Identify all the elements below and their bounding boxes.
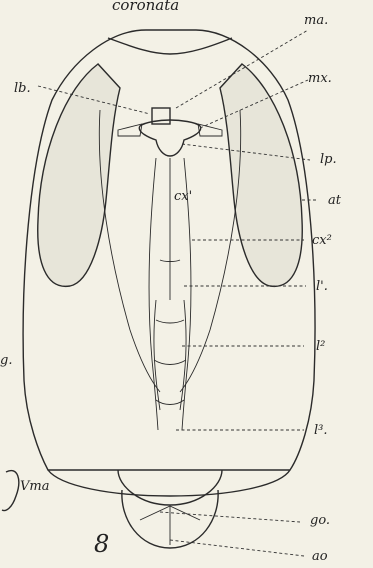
leg-segment bbox=[154, 360, 186, 365]
label-go: go. bbox=[310, 513, 330, 528]
right-antenna-sheath bbox=[220, 64, 302, 286]
label-ma: ma. bbox=[304, 13, 328, 28]
label-l2: l² bbox=[316, 339, 325, 354]
left-antenna-sheath bbox=[38, 64, 120, 286]
plate-number: 8 bbox=[94, 530, 109, 558]
label-ao: ao bbox=[312, 549, 328, 564]
side-fragment bbox=[2, 471, 19, 511]
maxilla-left bbox=[118, 124, 142, 136]
side-label-g: g. bbox=[0, 353, 12, 368]
maxilla-right bbox=[198, 124, 222, 136]
leader-ao bbox=[170, 540, 304, 556]
leg-segment bbox=[156, 400, 184, 405]
leg-segment bbox=[156, 320, 184, 323]
label-lp: lp. bbox=[320, 152, 337, 167]
label-lb: lb. bbox=[14, 81, 31, 96]
label-l1: l'. bbox=[316, 279, 328, 294]
label-at: at bbox=[328, 193, 342, 208]
mouthpart-cluster bbox=[139, 120, 200, 156]
foreleg-left bbox=[149, 158, 158, 430]
head-outline bbox=[108, 38, 232, 54]
figure-caption: coronata bbox=[112, 0, 179, 14]
label-l3: l³. bbox=[314, 423, 328, 438]
label-vma: Vma bbox=[20, 479, 49, 494]
leader-go bbox=[160, 512, 300, 522]
abdomen-segment-2 bbox=[118, 470, 222, 505]
label-cx1: cx' bbox=[174, 189, 192, 204]
abdomen-segment-1 bbox=[48, 470, 290, 496]
label-cx2: cx² bbox=[312, 233, 332, 248]
label-mx: mx. bbox=[308, 71, 332, 86]
